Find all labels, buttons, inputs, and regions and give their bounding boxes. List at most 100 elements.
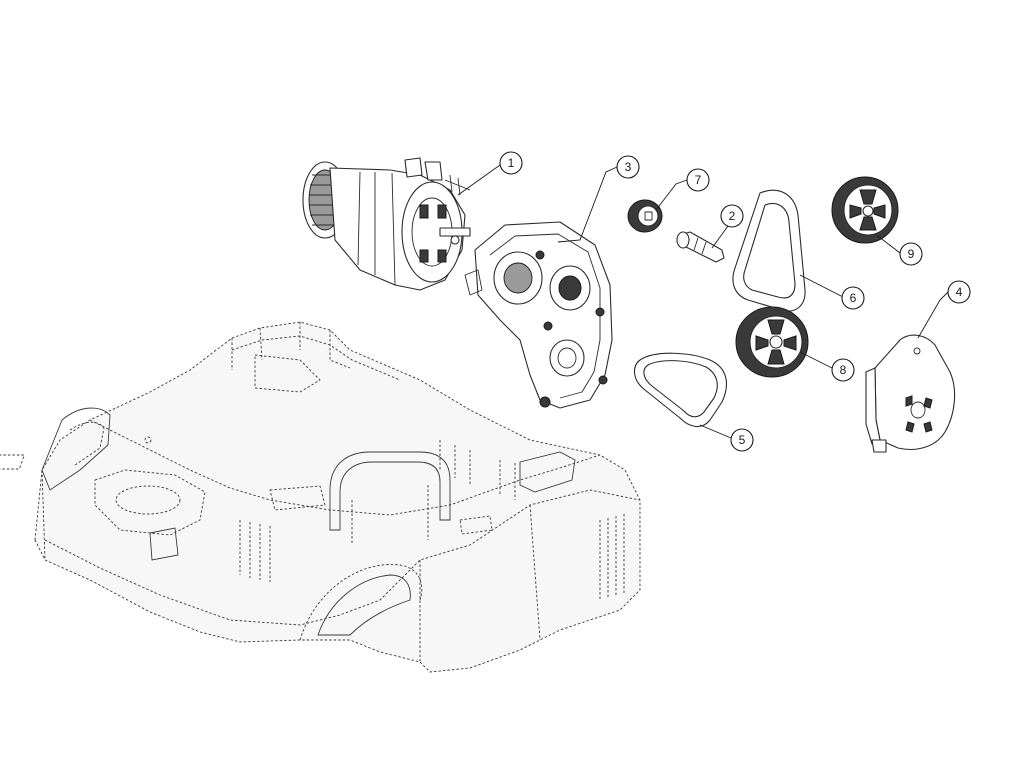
leader-5 [699,424,732,439]
chassis-back-wall-top [231,335,401,381]
gearbox-side-tab [464,269,483,296]
callout-2: 2 [720,204,744,228]
chassis-left-cavity-detail [149,527,179,561]
chassis-posts [439,440,516,500]
pinion-gear-hub [644,211,653,221]
large-pulley-hub [769,335,783,349]
pinion-gear-part [627,199,663,233]
callout-1: 1 [499,151,523,175]
chassis-left-slot [0,454,25,470]
callout-2-label: 2 [729,209,736,223]
drive-belt-large-inner [743,203,796,299]
chassis-center-arch-inner [351,485,429,545]
callout-8-label: 8 [840,363,847,377]
shaft-pin-groove [693,237,707,255]
callout-6: 6 [841,286,865,310]
gearbox-screw-3 [543,321,553,331]
drive-belt-large-part [732,189,806,312]
callout-6-label: 6 [850,291,857,305]
cover-plate-slots [905,395,933,433]
chassis-hole [144,436,152,444]
shaft-pin-head [676,231,690,249]
chassis-left-cavity-ring [115,485,181,515]
callout-4-label: 4 [956,285,963,299]
callout-3-label: 3 [625,160,632,174]
callout-1-circle [499,151,523,175]
callout-5: 5 [730,428,754,452]
shaft-pin-part [676,231,725,263]
gearbox-screw-5 [535,250,545,260]
chassis-back-detail [254,354,321,393]
callout-9-label: 9 [908,247,915,261]
chassis-center-arch [329,451,451,531]
chassis-right-block [519,451,576,493]
callout-6-circle [841,286,865,310]
callout-5-circle [730,428,754,452]
leader-4 [917,291,949,339]
motor-part [302,157,471,291]
chassis-front-fender-arc [299,564,423,641]
drive-belt-small-part [634,352,728,428]
large-pulley-gear-part [735,306,809,378]
callout-8: 8 [831,358,855,382]
callout-4-circle [947,280,971,304]
leader-2 [711,225,729,249]
cover-plate-body [874,334,956,450]
leader-3 [557,166,618,243]
gearbox-housing-outline [474,221,613,409]
gearbox-boss-lower [549,339,585,377]
motor-shaft-nut [450,235,460,245]
small-pulley-spokes [849,189,886,231]
callout-1-label: 1 [508,156,515,170]
gearbox-housing-part [464,221,613,409]
chassis-lower-edge [44,489,641,626]
callout-9-circle [899,242,923,266]
chassis-small-features [269,485,493,535]
motor-endbell-ribs [419,204,447,263]
callout-3-circle [616,155,640,179]
motor-body-bands [357,171,396,286]
chassis-left-cavity [94,469,206,536]
callout-2-circle [720,204,744,228]
small-pulley-hub [862,205,874,217]
gearbox-screw-1 [539,396,551,408]
chassis-left-fender [41,407,111,491]
leader-6 [799,274,844,298]
gearbox-screw-2 [598,375,608,385]
motor-terminals [404,157,443,181]
cover-plate-center [910,401,926,419]
large-pulley-spokes [755,319,797,365]
chassis-side-edge [41,469,541,662]
gearbox-boss-right-hole [558,275,582,301]
chassis-front-fender [317,574,411,636]
leader-7 [655,179,688,211]
chassis-ribs-left [239,520,271,582]
cover-plate-hole-top [913,347,921,355]
callout-3: 3 [616,155,640,179]
cover-plate-part [865,334,956,453]
callout-8-circle [831,358,855,382]
chassis-phantom [0,321,641,673]
drive-belt-small-inner [643,360,718,418]
chassis-left-fender-inner [69,421,105,466]
pinion-gear-face [637,205,659,227]
leader-lines [457,164,949,439]
callout-9: 9 [899,242,923,266]
callout-7: 7 [686,168,710,192]
callout-4: 4 [947,280,971,304]
leader-9 [877,235,901,254]
small-pulley-gear-part [831,176,899,244]
leader-1 [457,164,501,196]
callout-7-circle [686,168,710,192]
motor-shaft [439,227,471,237]
gearbox-boss-left-hole [503,262,533,294]
callout-7-label: 7 [695,173,702,187]
gearbox-housing-rim [489,233,601,399]
motor-fan-fins [309,174,341,226]
cover-plate-tab [871,439,887,453]
gearbox-boss-lower-hole [557,347,577,369]
chassis-back-wall [231,322,351,370]
leader-8 [799,351,833,369]
